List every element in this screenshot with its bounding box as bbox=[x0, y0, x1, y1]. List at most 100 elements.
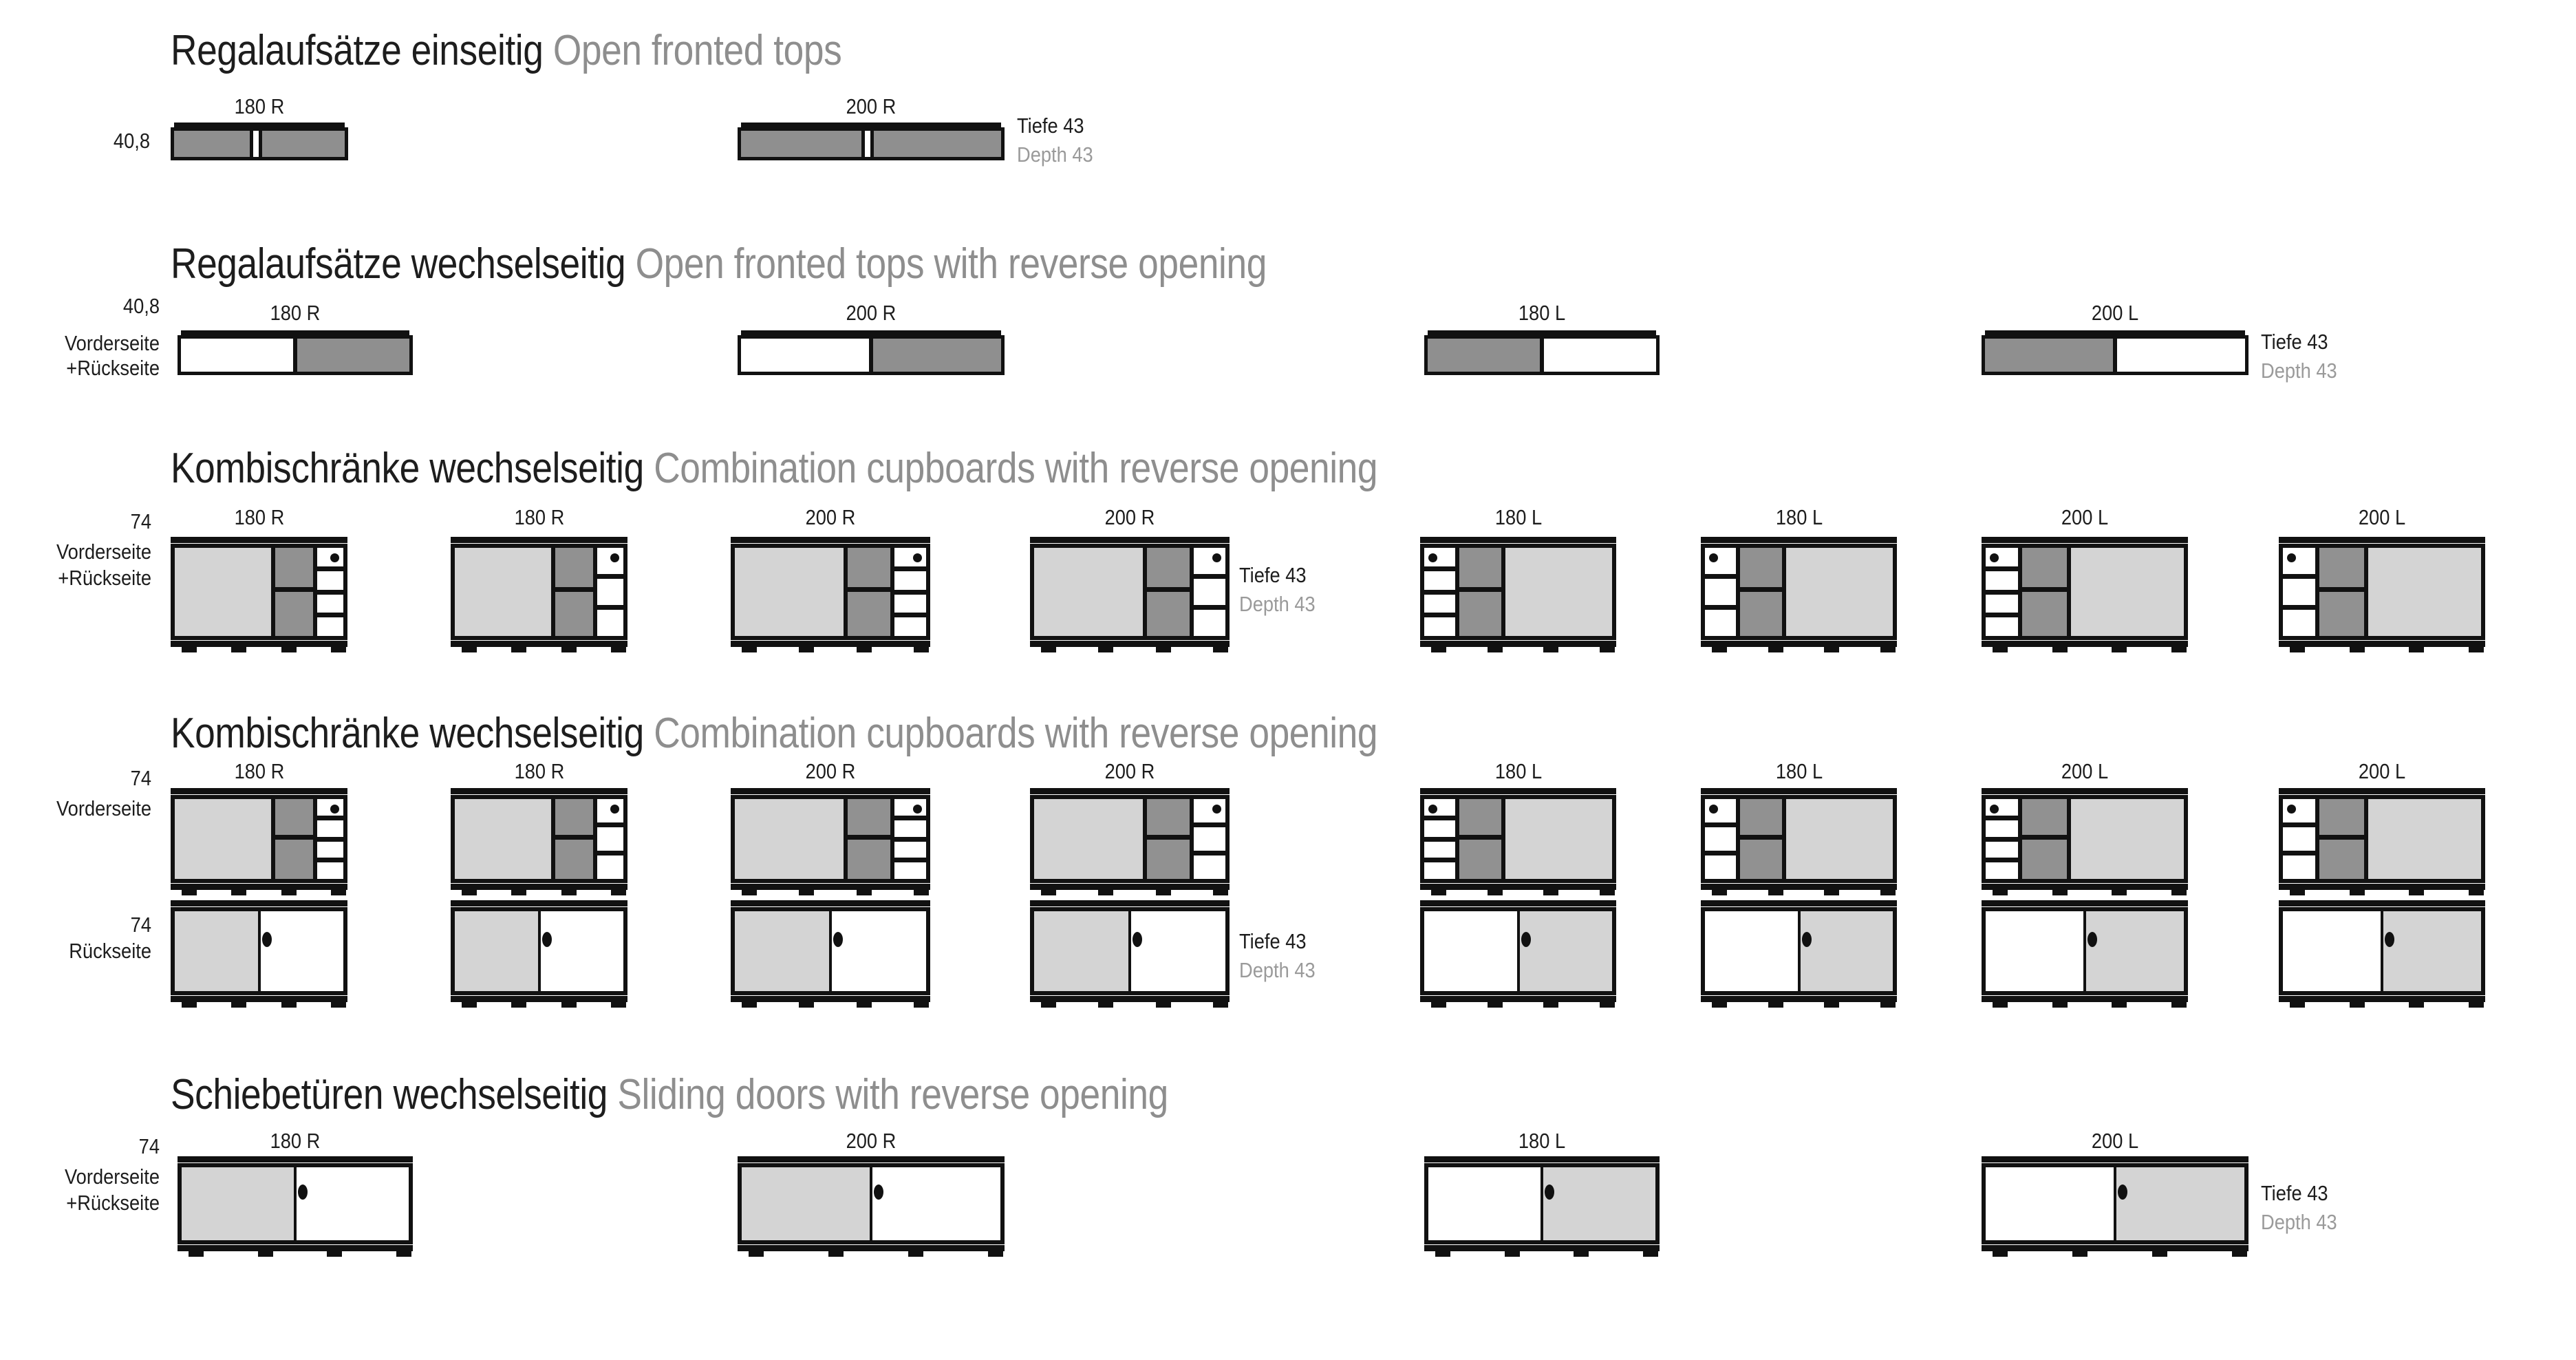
unit-back-6[interactable] bbox=[1982, 900, 2188, 1008]
top-plate bbox=[1985, 330, 2245, 336]
shelf-column bbox=[894, 799, 926, 879]
sliding-panel-left[interactable] bbox=[1705, 911, 1798, 991]
unit-cupboard-b-4[interactable] bbox=[1420, 788, 1616, 895]
depth-label-en: Depth 43 bbox=[2261, 1210, 2337, 1234]
sliding-panel-left[interactable] bbox=[735, 911, 829, 991]
knob-icon bbox=[330, 553, 339, 562]
sliding-panel-left[interactable] bbox=[1428, 1167, 1541, 1240]
unit-cupboard-a-4[interactable] bbox=[1420, 537, 1616, 652]
unit-half-top-2[interactable] bbox=[1424, 330, 1660, 375]
unit-half-top-0[interactable] bbox=[178, 330, 413, 375]
feet bbox=[1705, 889, 1896, 895]
mid-block-lower bbox=[275, 839, 313, 879]
unit-back-3[interactable] bbox=[1030, 900, 1230, 1008]
handle-icon[interactable] bbox=[833, 932, 843, 947]
unit-back-2[interactable] bbox=[731, 900, 930, 1008]
unit-cupboard-b-5[interactable] bbox=[1701, 788, 1897, 895]
unit-sliding-2[interactable] bbox=[1424, 1156, 1660, 1257]
unit-cupboard-a-2[interactable] bbox=[731, 537, 930, 652]
mid-separator bbox=[1459, 834, 1501, 840]
sliding-panel-right[interactable] bbox=[832, 911, 926, 991]
handle-icon[interactable] bbox=[2385, 932, 2394, 947]
unit-cupboard-a-7[interactable] bbox=[2279, 537, 2485, 652]
handle-icon[interactable] bbox=[1521, 932, 1531, 947]
sliding-panel-right[interactable] bbox=[2116, 1167, 2244, 1240]
unit-cupboard-b-6[interactable] bbox=[1982, 788, 2188, 895]
sliding-panel-left[interactable] bbox=[1424, 911, 1517, 991]
shelf-column bbox=[597, 548, 623, 636]
door-panel bbox=[2368, 548, 2481, 636]
feet bbox=[1705, 646, 1896, 652]
unit-back-0[interactable] bbox=[171, 900, 347, 1008]
panel-divider bbox=[1541, 1167, 1543, 1240]
unit-cupboard-b-3[interactable] bbox=[1030, 788, 1230, 895]
handle-icon[interactable] bbox=[261, 932, 272, 947]
unit-half-top-1[interactable] bbox=[738, 330, 1005, 375]
unit-back-5[interactable] bbox=[1701, 900, 1897, 1008]
heading-en: Open fronted tops with reverse opening bbox=[635, 240, 1267, 288]
unit-cupboard-a-1[interactable] bbox=[451, 537, 627, 652]
sliding-panel-left[interactable] bbox=[1986, 911, 2083, 991]
sliding-panel-left[interactable] bbox=[2283, 911, 2381, 991]
unit-cupboard-a-5[interactable] bbox=[1701, 537, 1897, 652]
unit-back-7[interactable] bbox=[2279, 900, 2485, 1008]
unit-cupboard-b-0[interactable] bbox=[171, 788, 347, 895]
unit-back-1[interactable] bbox=[451, 900, 627, 1008]
sliding-panel-left[interactable] bbox=[182, 1167, 294, 1240]
mid-block-upper bbox=[2319, 548, 2364, 588]
sliding-panel-right[interactable] bbox=[1131, 911, 1225, 991]
sliding-panel-right[interactable] bbox=[2383, 911, 2481, 991]
sliding-panel-right[interactable] bbox=[297, 1167, 409, 1240]
sliding-panel-right[interactable] bbox=[540, 911, 623, 991]
handle-icon[interactable] bbox=[1133, 932, 1142, 947]
mid-block-upper bbox=[2319, 799, 2364, 835]
shelf-slot bbox=[1194, 856, 1225, 879]
unit-back-4[interactable] bbox=[1420, 900, 1616, 1008]
unit-cupboard-b-2[interactable] bbox=[731, 788, 930, 895]
sliding-panel-left[interactable] bbox=[1034, 911, 1128, 991]
handle-icon[interactable] bbox=[2087, 932, 2097, 947]
sliding-panel-right[interactable] bbox=[1543, 1167, 1655, 1240]
shelf-column bbox=[1194, 799, 1225, 879]
shelf-slot bbox=[597, 610, 623, 636]
shelf-divider bbox=[1194, 605, 1225, 610]
handle-icon[interactable] bbox=[298, 1184, 308, 1200]
top-plate bbox=[1701, 788, 1897, 794]
divider-1 bbox=[271, 548, 275, 636]
unit-cupboard-b-7[interactable] bbox=[2279, 788, 2485, 895]
base-plate bbox=[1982, 1245, 2248, 1251]
sliding-panel-left[interactable] bbox=[1986, 1167, 2114, 1240]
unit-open-top-1[interactable] bbox=[738, 123, 1005, 160]
feet bbox=[735, 1001, 929, 1008]
unit-sliding-0[interactable] bbox=[178, 1156, 413, 1257]
sliding-panel-right[interactable] bbox=[260, 911, 343, 991]
unit-sliding-1[interactable] bbox=[738, 1156, 1005, 1257]
sliding-panel-left[interactable] bbox=[175, 911, 258, 991]
knob-icon bbox=[610, 805, 619, 814]
divider-1 bbox=[1501, 799, 1505, 879]
shelf-column bbox=[597, 799, 623, 879]
sliding-panel-right[interactable] bbox=[1800, 911, 1893, 991]
unit-open-top-0[interactable] bbox=[171, 123, 348, 160]
sliding-panel-right[interactable] bbox=[872, 1167, 1000, 1240]
sliding-panel-right[interactable] bbox=[1519, 911, 1612, 991]
handle-icon[interactable] bbox=[2118, 1184, 2127, 1200]
mid-separator bbox=[2022, 834, 2067, 840]
unit-cupboard-a-6[interactable] bbox=[1982, 537, 2188, 652]
panel-divider bbox=[870, 1167, 872, 1240]
unit-cupboard-a-0[interactable] bbox=[171, 537, 347, 652]
sliding-panel-left[interactable] bbox=[455, 911, 538, 991]
unit-sliding-3[interactable] bbox=[1982, 1156, 2248, 1257]
mid-column bbox=[1459, 799, 1501, 879]
handle-icon[interactable] bbox=[1801, 932, 1812, 947]
sliding-panel-left[interactable] bbox=[742, 1167, 870, 1240]
shelf-slot bbox=[1424, 820, 1455, 837]
unit-cupboard-b-1[interactable] bbox=[451, 788, 627, 895]
unit-cupboard-a-3[interactable] bbox=[1030, 537, 1230, 652]
handle-icon[interactable] bbox=[1545, 1184, 1554, 1200]
sliding-panel-right[interactable] bbox=[2086, 911, 2184, 991]
unit-half-top-3[interactable] bbox=[1982, 330, 2248, 375]
handle-icon[interactable] bbox=[541, 932, 552, 947]
handle-icon[interactable] bbox=[874, 1184, 883, 1200]
